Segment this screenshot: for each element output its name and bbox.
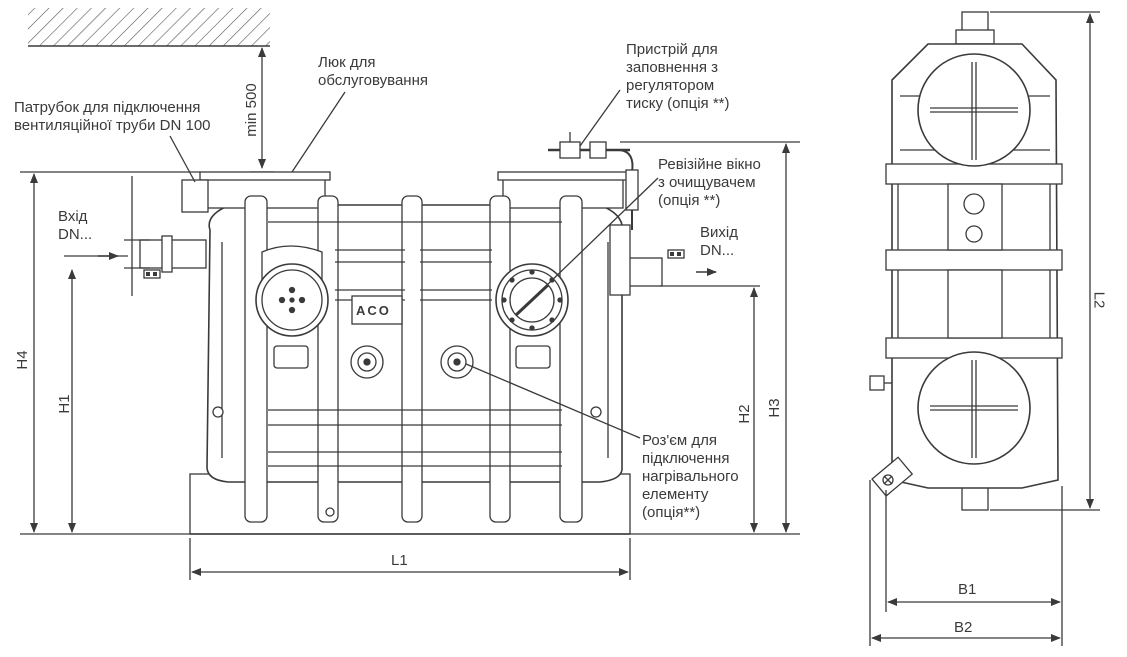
ground-hatch <box>28 8 270 47</box>
aco-logo: ACO <box>356 303 391 318</box>
inlet-label-line: Вхід <box>58 208 88 225</box>
vent-pipe <box>181 179 209 213</box>
dim-l1: L1 <box>391 552 408 569</box>
leader-lines <box>169 89 659 439</box>
dim-l2: L2 <box>1090 291 1108 309</box>
dim-b1: B1 <box>958 581 977 598</box>
inlet-label-line: DN... <box>58 226 93 243</box>
hatch-label-line: обслуговування <box>318 72 428 89</box>
filler-label-line: регулятором <box>626 77 715 94</box>
hatch-label-line: Люк для <box>318 54 376 71</box>
inspection-label-line: (опція **) <box>658 192 721 209</box>
filler-label-line: Пристрій для <box>626 41 718 58</box>
dim-b2: B2 <box>954 619 973 636</box>
outlet-label: Вихід DN... <box>700 224 738 260</box>
vent-pipe-label: Патрубок для підключення вентиляційної т… <box>14 99 211 135</box>
outlet-label-line: DN... <box>700 242 735 259</box>
dim-h3: H3 <box>766 398 783 418</box>
inlet-label: Вхід DN... <box>58 208 92 244</box>
heater-label-line: (опція**) <box>642 504 701 521</box>
min-clearance-label: min 500 <box>243 83 260 137</box>
dim-h2: H2 <box>736 404 753 424</box>
hatch-label: Люк для обслуговування <box>318 54 428 90</box>
outlet-pipe <box>609 224 685 296</box>
top-dimensions <box>869 11 1100 646</box>
heater-label-line: Роз'єм для <box>642 432 718 449</box>
inspection-label-line: з очищувачем <box>658 174 756 191</box>
vent-label-line: вентиляційної труби DN 100 <box>14 117 211 134</box>
front-dimensions <box>20 141 800 580</box>
tank-top-view <box>869 11 1063 511</box>
dim-h1: H1 <box>56 394 73 414</box>
inspection-window-label: Ревізійне вікно з очищувачем (опція **) <box>658 156 761 210</box>
filler-label-line: заповнення з <box>626 59 719 76</box>
heater-label-line: нагрівального <box>642 468 739 485</box>
dim-h4: H4 <box>14 350 31 370</box>
filler-label-line: тиску (опція **) <box>626 95 730 112</box>
outlet-label-line: Вихід <box>700 224 738 241</box>
filling-device-label: Пристрій для заповнення з регулятором ти… <box>626 41 730 113</box>
vent-label-line: Патрубок для підключення <box>14 99 201 116</box>
heater-connectors <box>350 345 474 379</box>
inspection-label-line: Ревізійне вікно <box>658 156 761 173</box>
heater-label-line: елементу <box>642 486 709 503</box>
left-round-plate <box>255 263 329 337</box>
filling-device <box>548 132 639 230</box>
tank-front-view <box>139 132 685 535</box>
heater-connector-label: Роз'єм для підключення нагрівального еле… <box>642 432 739 522</box>
inlet-pipe <box>139 235 207 279</box>
heater-label-line: підключення <box>642 450 730 467</box>
